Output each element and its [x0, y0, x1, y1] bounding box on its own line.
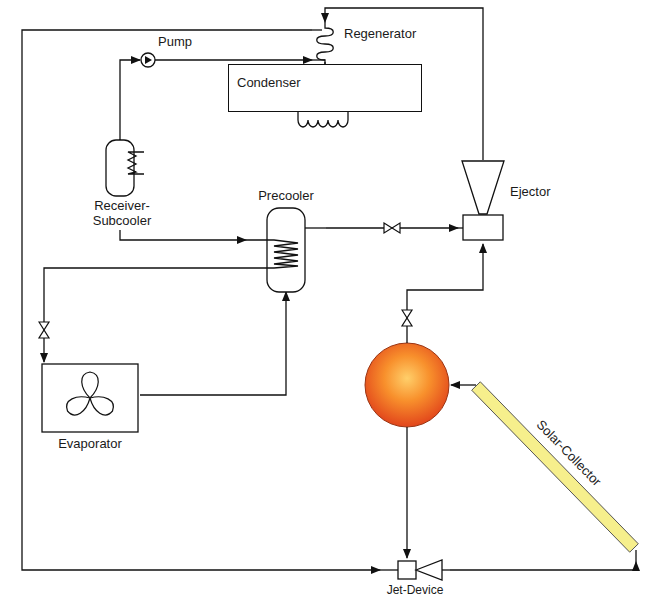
- precooler-coil: [246, 240, 298, 268]
- ejector-pipe: [458, 227, 463, 228]
- pipe-connector: [140, 292, 286, 395]
- receiver-pipe: [119, 139, 120, 140]
- component-label: Condenser: [237, 75, 301, 90]
- jet-nozzle: [416, 560, 442, 580]
- fan-blade: [63, 391, 94, 418]
- component-label: Precooler: [246, 188, 326, 203]
- jet-body: [398, 561, 416, 579]
- regenerator-pipe: [312, 29, 322, 30]
- symbol: [458, 160, 562, 242]
- collector-panel: [472, 382, 639, 552]
- pump: Pump: [140, 36, 202, 68]
- symbol: [246, 188, 326, 292]
- valve: [402, 310, 412, 326]
- ejector: Ejector: [458, 160, 562, 242]
- ejector-body: [463, 215, 503, 240]
- fan-blade: [82, 372, 99, 398]
- ejector-diffuser: [462, 161, 504, 214]
- jet-pipe: [380, 569, 398, 570]
- expansion-valve: [384, 223, 400, 233]
- evaporator: Evaporator: [40, 362, 140, 454]
- pipe-connector: [120, 230, 246, 240]
- regenerator-pipe: [312, 59, 325, 60]
- precooler: Precooler: [246, 188, 326, 292]
- component-label: Regenerator: [344, 26, 416, 41]
- component-label: Pump: [158, 34, 192, 49]
- regenerator: Regenerator: [312, 22, 432, 64]
- pump-pipe: [155, 59, 202, 60]
- pipe-connector: [450, 562, 636, 570]
- jet-device: Jet-Device: [380, 556, 450, 598]
- component-label: Receiver-Subcooler: [84, 198, 160, 228]
- receiver-vessel: [106, 140, 134, 196]
- evaporator-box: [42, 364, 138, 432]
- symbol: [462, 376, 645, 562]
- condenser-box: Condenser: [228, 64, 422, 112]
- component-label: Jet-Device: [380, 583, 450, 597]
- solar-collector: Solar-Collector: [462, 376, 645, 562]
- collector-pipe: [635, 550, 636, 562]
- pipe-connector: [120, 60, 140, 140]
- condenser-coil: [298, 112, 348, 127]
- subcooler-coil: [128, 152, 144, 174]
- component-label: Evaporator: [40, 436, 140, 451]
- fan-blade: [86, 391, 117, 418]
- precooler-pipe: [305, 227, 326, 228]
- jet-pipe: [442, 569, 450, 570]
- pump-symbol: [145, 56, 152, 64]
- receiver-subcooler: Receiver-Subcooler: [84, 140, 160, 230]
- generator-tank: [365, 343, 449, 427]
- vapour-pipe: [407, 244, 483, 343]
- expansion-valve: [39, 322, 49, 338]
- pipe-connector: [44, 268, 246, 362]
- pump-symbol: [141, 53, 155, 67]
- regenerator-coil: [317, 22, 334, 64]
- component-label: Ejector: [510, 184, 550, 199]
- pipe-connector: [202, 59, 312, 60]
- liquid-pipe: [406, 427, 407, 558]
- hot-pipe: [451, 384, 476, 385]
